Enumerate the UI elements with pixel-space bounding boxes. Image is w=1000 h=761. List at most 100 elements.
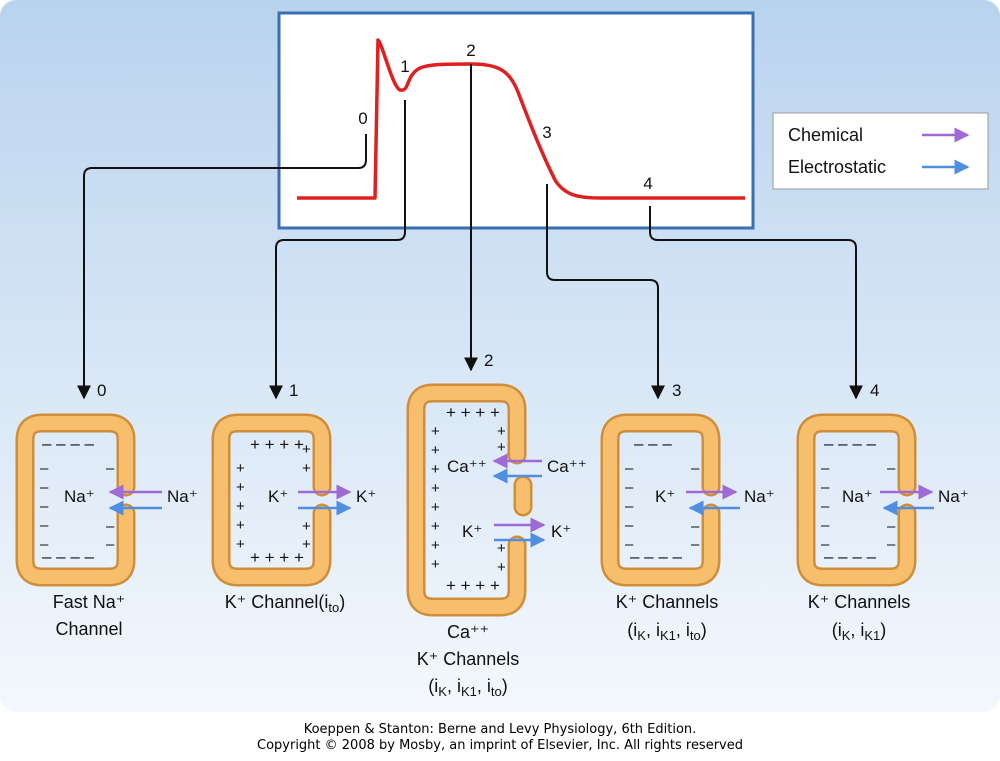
phase-label-2: 2	[466, 41, 475, 60]
charge-marks: + + + +	[250, 548, 304, 567]
ion-outside-label: Na⁺	[744, 487, 775, 506]
svg-text:+: +	[431, 556, 440, 573]
svg-text:+: +	[431, 537, 440, 554]
charge-marks: +++++ ++++	[236, 441, 311, 553]
svg-text:–: –	[625, 460, 634, 477]
channel-1-k-ito: + + + + + + + + +++++ ++++ K⁺ K⁺ K⁺ Chan…	[211, 413, 376, 615]
legend-box	[772, 112, 989, 190]
svg-text:–: –	[106, 536, 115, 553]
svg-text:–: –	[821, 460, 830, 477]
svg-text:–: –	[106, 460, 115, 477]
connector-phase-4	[649, 206, 863, 400]
svg-text:–: –	[691, 518, 700, 535]
phase-label-0: 0	[358, 109, 367, 128]
ion-inside-label: K⁺	[268, 487, 288, 506]
svg-text:–: –	[625, 517, 634, 534]
svg-text:+: +	[431, 480, 440, 497]
channel-caption-line1: K⁺ Channels	[808, 592, 911, 612]
ion-outside-label: Na⁺	[938, 487, 969, 506]
channel-caption-line1: Ca⁺⁺	[447, 622, 489, 642]
charge-marks: + + + +	[446, 403, 500, 422]
svg-text:+: +	[497, 559, 506, 576]
legend-chemical-label: Chemical	[788, 125, 863, 145]
channel-number-3: 3	[672, 381, 681, 400]
ion-inside-label: Na⁺	[64, 487, 95, 506]
charge-marks: – – –	[634, 434, 672, 453]
legend-electrostatic-label: Electrostatic	[788, 157, 886, 177]
svg-text:+: +	[431, 461, 440, 478]
charge-marks: ––––– –––	[821, 460, 896, 553]
channel-caption-line1: Fast Na⁺	[53, 592, 126, 612]
ion-inside-label: Na⁺	[842, 487, 873, 506]
charge-marks: – – – –	[42, 434, 95, 453]
charge-marks: ––––– –––	[625, 460, 700, 553]
svg-text:+: +	[302, 441, 311, 458]
charge-marks: + + + +	[446, 576, 500, 595]
svg-text:–: –	[625, 479, 634, 496]
svg-text:+: +	[497, 423, 506, 440]
ion-outside-label: K⁺	[356, 487, 376, 506]
ion-outside-label: Na⁺	[167, 487, 198, 506]
svg-text:+: +	[302, 536, 311, 553]
svg-text:–: –	[887, 518, 896, 535]
charge-marks: ++++ ++++ ++++	[431, 423, 506, 576]
svg-text:–: –	[887, 460, 896, 477]
charge-marks: – – – –	[824, 547, 877, 566]
svg-text:–: –	[887, 536, 896, 553]
svg-text:–: –	[821, 479, 830, 496]
svg-text:–: –	[821, 536, 830, 553]
svg-text:+: +	[236, 479, 245, 496]
charge-marks: + + + +	[250, 435, 304, 454]
channel-currents: (iK, iK1, ito)	[627, 620, 706, 643]
channel-caption-line2: K⁺ Channels	[417, 649, 520, 669]
svg-text:+: +	[236, 498, 245, 515]
channel-number-1: 1	[289, 381, 298, 400]
svg-text:–: –	[821, 517, 830, 534]
action-potential-curve	[297, 38, 745, 200]
svg-text:+: +	[302, 460, 311, 477]
connector-phase-1	[269, 100, 406, 400]
action-potential-frame	[277, 11, 755, 230]
svg-text:–: –	[625, 498, 634, 515]
credit-line-1: Koeppen & Stanton: Berne and Levy Physio…	[303, 722, 697, 737]
svg-text:–: –	[691, 536, 700, 553]
svg-text:–: –	[40, 536, 49, 553]
channel-4-k: – – – – – – – – ––––– ––– Na⁺ Na⁺ K⁺ Cha…	[796, 413, 969, 643]
ion-inside-label: K⁺	[655, 487, 675, 506]
channel-caption-line1: K⁺ Channels	[616, 592, 719, 612]
connector-phase-3	[546, 184, 665, 400]
channel-caption: K⁺ Channel(ito)	[225, 592, 345, 615]
svg-text:+: +	[431, 423, 440, 440]
svg-text:–: –	[40, 517, 49, 534]
channel-currents: (iK, iK1, ito)	[428, 676, 507, 699]
svg-text:–: –	[40, 460, 49, 477]
channel-caption-line2: Channel	[55, 619, 122, 639]
svg-text:+: +	[431, 518, 440, 535]
svg-text:+: +	[236, 517, 245, 534]
svg-text:+: +	[236, 536, 245, 553]
phase-label-1: 1	[400, 57, 409, 76]
channel-currents: (iK, iK1)	[832, 620, 887, 643]
phase-label-3: 3	[542, 123, 551, 142]
svg-text:+: +	[236, 460, 245, 477]
svg-text:+: +	[431, 499, 440, 516]
charge-marks: ––––– –––	[40, 460, 115, 553]
svg-text:–: –	[625, 536, 634, 553]
channel-2-ca-k: + + + + + + + + ++++ ++++ ++++ Ca⁺⁺ Ca⁺⁺…	[406, 383, 587, 699]
phase-label-4: 4	[643, 174, 652, 193]
connector-phase-0	[77, 134, 367, 400]
svg-text:+: +	[497, 540, 506, 557]
ion-ca-outside-label: Ca⁺⁺	[547, 457, 587, 476]
svg-text:–: –	[106, 518, 115, 535]
ion-k-inside-label: K⁺	[462, 522, 482, 541]
charge-marks: – – – –	[630, 547, 683, 566]
svg-text:+: +	[302, 518, 311, 535]
svg-text:–: –	[821, 498, 830, 515]
channel-number-2: 2	[484, 351, 493, 370]
svg-text:–: –	[40, 498, 49, 515]
credit-line-2: Copyright © 2008 by Mosby, an imprint of…	[257, 738, 743, 753]
channel-3-k: – – – – – – – ––––– ––– K⁺ Na⁺ K⁺ Channe…	[600, 413, 775, 643]
charge-marks: – – – –	[42, 547, 95, 566]
